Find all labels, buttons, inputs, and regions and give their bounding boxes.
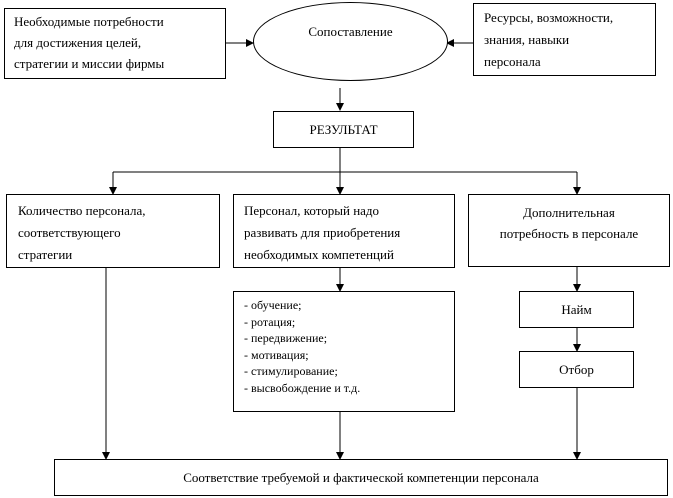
methods-item: - ротация;: [244, 314, 296, 329]
methods-box: - обучение; - ротация; - передвижение; -…: [233, 291, 455, 412]
methods-item: - обучение;: [244, 298, 302, 312]
quantity-line: стратегии: [18, 247, 73, 262]
result-box: РЕЗУЛЬТАТ: [273, 111, 414, 148]
develop-line: необходимых компетенций: [244, 247, 394, 262]
hire-label: Найм: [561, 302, 592, 317]
methods-item: - высвобождение и т.д.: [244, 380, 361, 395]
develop-line: развивать для приобретения: [244, 225, 401, 240]
hire-box: Найм: [519, 291, 634, 328]
selection-box: Отбор: [519, 351, 634, 388]
methods-item: - передвижение;: [244, 331, 328, 345]
methods-item: - стимулирование;: [244, 364, 338, 378]
needs-box: Необходимые потребности для достижения ц…: [4, 8, 226, 79]
methods-item: - мотивация;: [244, 347, 309, 362]
result-label: РЕЗУЛЬТАТ: [309, 122, 378, 137]
quantity-line: соответствующего: [18, 225, 121, 240]
match-label: Соответствие требуемой и фактической ком…: [183, 470, 539, 485]
resources-line: знания, навыки: [484, 32, 570, 47]
additional-box: Дополнительная потребность в персонале: [468, 194, 670, 267]
resources-line: Ресурсы, возможности,: [484, 10, 614, 25]
develop-line: Персонал, который надо: [244, 203, 380, 218]
comparison-ellipse: Сопоставление: [253, 2, 448, 81]
needs-line: стратегии и миссии фирмы: [14, 56, 165, 71]
additional-line: Дополнительная: [523, 205, 615, 220]
quantity-box: Количество персонала, соответствующего с…: [6, 194, 220, 268]
resources-box: Ресурсы, возможности, знания, навыки пер…: [473, 3, 656, 76]
methods-list: - обучение; - ротация; - передвижение; -…: [244, 297, 454, 396]
resources-line: персонала: [484, 54, 541, 69]
selection-label: Отбор: [559, 362, 594, 377]
develop-box: Персонал, который надо развивать для при…: [233, 194, 455, 268]
additional-line: потребность в персонале: [499, 226, 639, 241]
needs-line: Необходимые потребности: [14, 14, 164, 29]
comparison-label: Сопоставление: [308, 24, 393, 39]
match-box: Соответствие требуемой и фактической ком…: [54, 459, 668, 496]
quantity-line: Количество персонала,: [18, 203, 146, 218]
needs-line: для достижения целей,: [14, 35, 142, 50]
